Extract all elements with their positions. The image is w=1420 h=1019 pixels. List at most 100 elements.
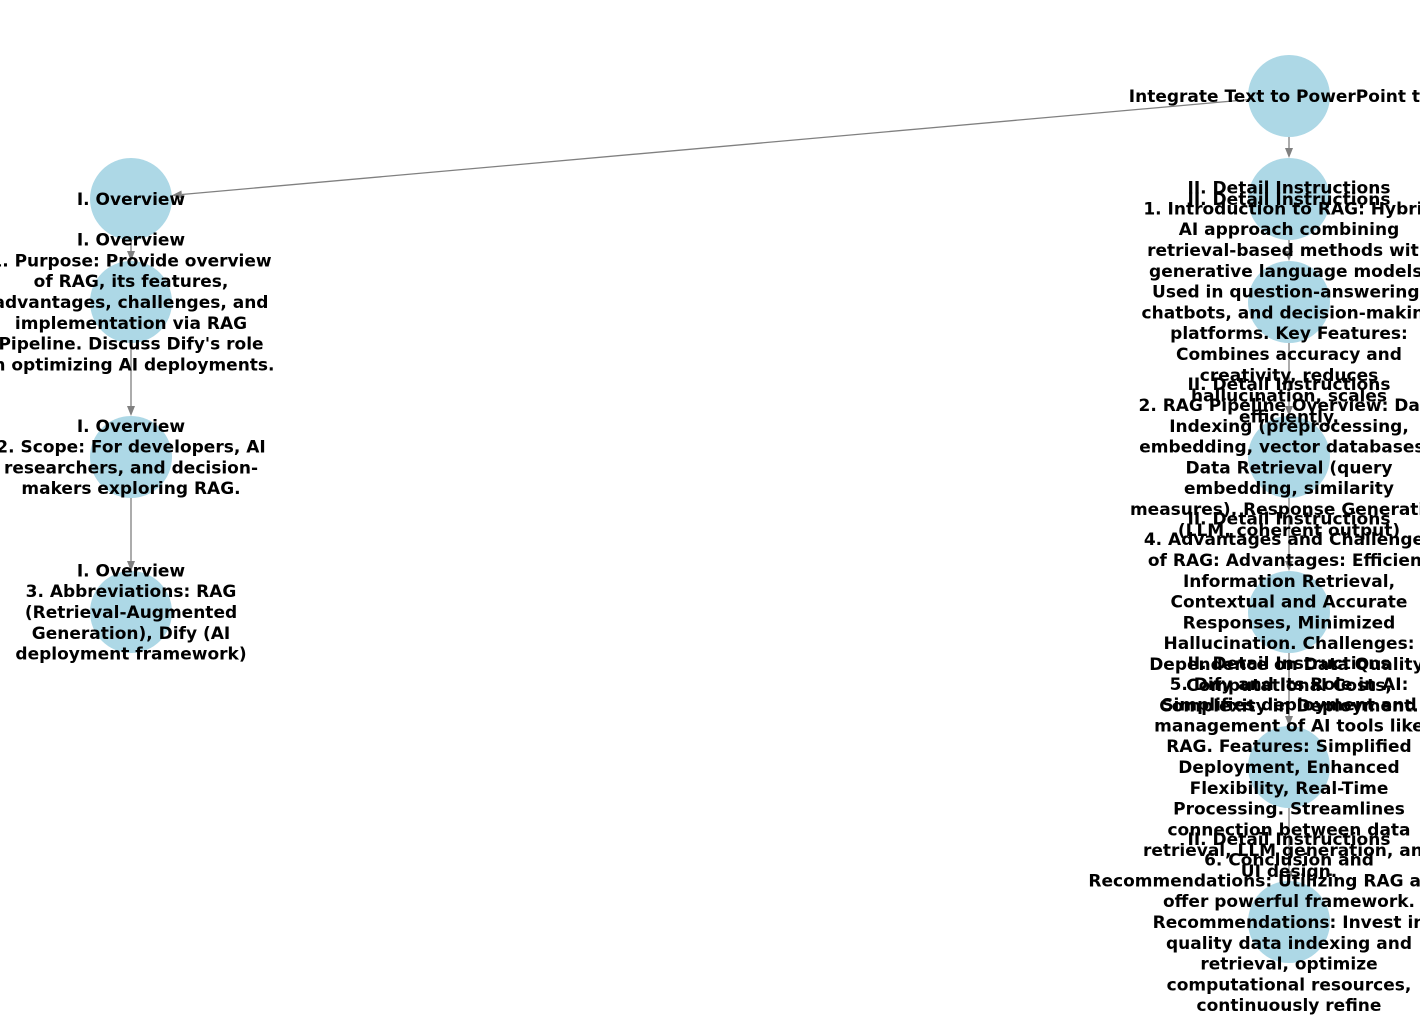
node-label-line: Flexibility, Real-Time bbox=[1190, 779, 1389, 799]
node-label-line: Information Retrieval, bbox=[1183, 572, 1395, 592]
node-label-line: I. Overview bbox=[77, 231, 186, 251]
node-label-line: management of AI tools like bbox=[1154, 716, 1420, 736]
node-label-line: RAG. Features: Simplified bbox=[1166, 737, 1411, 757]
node-label-line: chatbots, and decision-making bbox=[1142, 303, 1420, 323]
arrowhead-detail_intro-to-detail_pipeline bbox=[1285, 406, 1293, 416]
node-label-line: 1. Purpose: Provide overview bbox=[0, 251, 272, 271]
node-label-line: implementation via RAG bbox=[15, 314, 247, 334]
edges-layer bbox=[127, 98, 1293, 881]
arrowhead-detail_pipeline-to-detail_advantages bbox=[1285, 561, 1293, 571]
node-label-line: Simplifies deployment and bbox=[1161, 696, 1416, 716]
node-label-line: 6. Conclusion and bbox=[1204, 851, 1374, 871]
node-detail_advantages[interactable] bbox=[1248, 571, 1330, 653]
node-label-line: in optimizing AI deployments. bbox=[0, 355, 275, 375]
node-label-line: retrieval, LLM generation, and bbox=[1143, 841, 1420, 861]
node-label-line: retrieval-based methods with bbox=[1147, 241, 1420, 261]
node-label-line: 4. Advantages and Challenges bbox=[1144, 530, 1420, 550]
node-overview_abbrev[interactable] bbox=[90, 571, 172, 653]
node-label-line: Recommendations: Utilizing RAG and Dify bbox=[1088, 871, 1420, 891]
node-label-line: deployment framework) bbox=[15, 645, 246, 665]
node-detail_intro[interactable] bbox=[1248, 261, 1330, 343]
node-label-root: Integrate Text to PowerPoint tool bbox=[1129, 87, 1420, 107]
node-label-line: Combines accuracy and bbox=[1176, 345, 1402, 365]
labels-layer: Integrate Text to PowerPoint tool I. Over… bbox=[0, 87, 1420, 1016]
node-label-line: quality data indexing and bbox=[1166, 934, 1412, 954]
node-label-line: 3. Abbreviations: RAG bbox=[26, 582, 237, 602]
node-label-line: offer powerful framework. bbox=[1163, 892, 1415, 912]
node-label-line: 2. RAG Pipeline Overview: Data bbox=[1138, 396, 1420, 416]
node-label-line: efficiently. bbox=[1239, 407, 1339, 427]
nodes-layer bbox=[90, 55, 1330, 963]
node-label-line: Complexity in Deployment. bbox=[1159, 697, 1419, 717]
node-label-line: II. Detail Instructions bbox=[1188, 830, 1391, 850]
node-label-line: Dependence on Data Quality, bbox=[1149, 655, 1420, 675]
node-label-line: platforms. Key Features: bbox=[1170, 324, 1408, 344]
node-label-line: II. Detail Instructions bbox=[1188, 190, 1391, 210]
node-label-line: Used in question-answering, bbox=[1152, 283, 1420, 303]
node-label-line: UI design. bbox=[1241, 862, 1337, 882]
node-label-line: (Retrieval-Augmented bbox=[25, 603, 237, 623]
arrowhead-overview-to-overview_purpose bbox=[127, 251, 135, 261]
node-label-line: advantages, challenges, and bbox=[0, 293, 268, 313]
node-label-line: 5. Dify and Its Role in AI: bbox=[1170, 675, 1409, 695]
node-overview[interactable] bbox=[90, 158, 172, 240]
node-overview_scope[interactable] bbox=[90, 416, 172, 498]
node-label-line: measures), Response Generation bbox=[1130, 500, 1420, 520]
node-detail_dify[interactable] bbox=[1248, 726, 1330, 808]
node-label-line: Hallucination. Challenges: bbox=[1164, 634, 1415, 654]
node-label-line: continuously refine bbox=[1197, 996, 1382, 1016]
arrowhead-overview_scope-to-overview_abbrev bbox=[127, 561, 135, 571]
node-label-line: Responses, Minimized bbox=[1183, 613, 1396, 633]
arrowhead-detail_dify-to-detail_conclusion bbox=[1285, 871, 1293, 881]
node-root[interactable] bbox=[1248, 55, 1330, 137]
node-label-line: researchers, and decision- bbox=[4, 458, 258, 478]
node-label-line: Integrate Text to PowerPoint tool bbox=[1129, 87, 1420, 107]
node-label-detail: II. Detail Instructions bbox=[1188, 190, 1391, 210]
node-label-line: Data Retrieval (query bbox=[1186, 458, 1393, 478]
node-label-line: (LLM, coherent output) bbox=[1178, 521, 1400, 541]
node-label-line: I. Overview bbox=[77, 561, 186, 581]
node-detail[interactable] bbox=[1248, 158, 1330, 240]
node-label-line: II. Detail Instructions bbox=[1188, 654, 1391, 674]
edge-root-to-overview bbox=[181, 98, 1249, 196]
node-label-line: Contextual and Accurate bbox=[1171, 593, 1408, 613]
node-label-line: computational resources, bbox=[1167, 975, 1412, 995]
node-overview_purpose[interactable] bbox=[90, 261, 172, 343]
node-label-line: 2. Scope: For developers, AI bbox=[0, 438, 266, 458]
node-label-line: Computational Costs, bbox=[1186, 676, 1392, 696]
arrowhead-root-to-overview bbox=[171, 190, 183, 199]
node-label-line: Generation), Dify (AI bbox=[32, 624, 230, 644]
node-detail_conclusion[interactable] bbox=[1248, 881, 1330, 963]
node-label-line: Deployment, Enhanced bbox=[1178, 758, 1399, 778]
node-label-line: II. Detail Instructions bbox=[1188, 509, 1391, 529]
node-label-line: Recommendations: Invest in bbox=[1153, 913, 1420, 933]
node-label-line: of RAG, its features, bbox=[34, 272, 229, 292]
node-label-line: of RAG: Advantages: Efficient bbox=[1148, 551, 1420, 571]
node-label-line: hallucination, scales bbox=[1191, 387, 1387, 407]
node-label-overview: I. Overview bbox=[77, 190, 186, 210]
node-label-line: generative language models. bbox=[1149, 262, 1420, 282]
arrowhead-detail-to-detail_intro bbox=[1285, 251, 1293, 261]
arrowhead-detail_advantages-to-detail_dify bbox=[1285, 716, 1293, 726]
node-label-line: 1. Introduction to RAG: Hybrid bbox=[1143, 199, 1420, 219]
node-label-line: connection between data bbox=[1167, 820, 1410, 840]
node-label-line: I. Overview bbox=[77, 417, 186, 437]
node-label-line: AI approach combining bbox=[1179, 220, 1400, 240]
node-detail_pipeline[interactable] bbox=[1248, 416, 1330, 498]
node-label-line: retrieval, optimize bbox=[1200, 955, 1377, 975]
node-label-line: makers exploring RAG. bbox=[21, 479, 240, 499]
node-label-line: II. Detail Instructions bbox=[1188, 179, 1391, 199]
node-label-line: Pipeline. Discuss Dify's role bbox=[0, 335, 264, 355]
node-label-line: II. Detail Instructions bbox=[1188, 375, 1391, 395]
node-label-line: creativity, reduces bbox=[1200, 366, 1379, 386]
node-label-line: embedding, similarity bbox=[1184, 479, 1394, 499]
node-label-line: I. Overview bbox=[77, 190, 186, 210]
